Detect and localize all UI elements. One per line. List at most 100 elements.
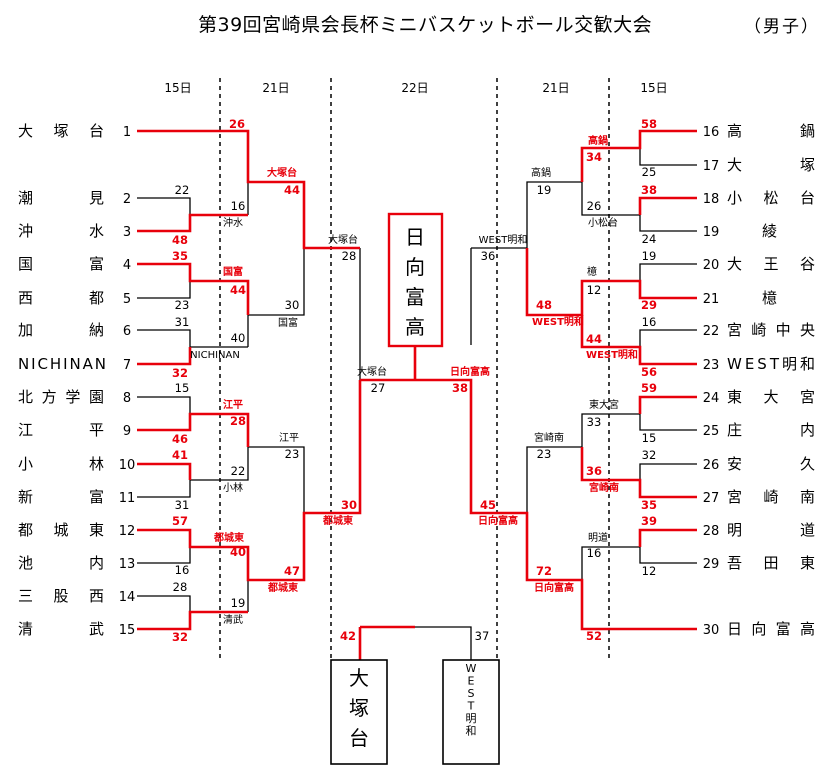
score: 26 <box>587 199 602 213</box>
seed-number: 21 <box>703 292 720 307</box>
team-name: 北方学園 <box>18 388 104 406</box>
seed-number: 10 <box>119 458 136 473</box>
team-name-text: 吾田東 <box>727 554 815 572</box>
score: 29 <box>641 298 657 312</box>
seed-number: 15 <box>119 623 136 638</box>
winner-label: 日向富高 <box>534 581 574 594</box>
score: 46 <box>172 432 188 446</box>
score: 39 <box>641 514 657 528</box>
seed-number: 13 <box>119 557 136 572</box>
winner-label: WEST明和 <box>586 348 638 361</box>
seed-number: 14 <box>119 590 136 605</box>
team-name-text: 小松台 <box>727 189 815 207</box>
score: 32 <box>172 366 188 380</box>
left-bracket-winner-lines <box>137 129 415 660</box>
final-left-box <box>330 659 388 765</box>
team-name: 国富 <box>18 255 104 273</box>
score: 42 <box>340 629 356 643</box>
team-name-text: 日向富高 <box>727 620 815 638</box>
score: 28 <box>342 249 357 263</box>
day-header-final: 22日 <box>401 81 428 95</box>
score: 37 <box>475 629 490 643</box>
team-name: 小林 <box>18 455 104 473</box>
division-label: （男子） <box>744 17 820 37</box>
left-team-row: 小林 10 <box>18 455 135 473</box>
score: 16 <box>642 315 657 329</box>
winner-label: 日向富高 <box>450 365 490 378</box>
final-right-name: WEST明和 <box>466 662 477 738</box>
score: 32 <box>172 630 188 644</box>
score: 36 <box>481 249 496 263</box>
score: 22 <box>175 183 190 197</box>
score: 25 <box>642 165 657 179</box>
winner-label: 沖水 <box>223 216 243 229</box>
winner-label: WEST明和 <box>532 315 584 328</box>
right-winner-labels: 高鍋 高鍋 小松台 檍 WEST明和 WEST明和 WEST明和 東大宮 宮崎南… <box>450 134 638 594</box>
vertical-char: 和 <box>466 725 477 738</box>
seed-number: 23 <box>703 358 720 373</box>
right-team-row: 22 宮崎中央 <box>703 321 815 339</box>
winner-label: 檍 <box>587 265 597 278</box>
winner-label: 大塚台 <box>328 233 358 246</box>
team-name-text: 大塚台 <box>18 122 104 140</box>
score: 34 <box>586 150 602 164</box>
team-name-text: 北方学園 <box>18 388 104 406</box>
score: 16 <box>587 546 602 560</box>
team-name-text: 三股西 <box>18 587 104 605</box>
winner-label: 国富 <box>223 265 243 278</box>
vertical-char: 明 <box>466 712 477 725</box>
seed-number: 7 <box>123 358 131 373</box>
score: 48 <box>536 298 552 312</box>
team-name-text: 庄内 <box>727 421 815 439</box>
team-name-text: 新富 <box>18 488 104 506</box>
score: 35 <box>641 498 657 512</box>
left-scores: 26 22 48 16 44 35 23 44 31 32 40 30 15 4… <box>172 117 385 644</box>
left-bracket-lines <box>137 182 415 612</box>
right-team-row: 18 小松台 <box>703 189 815 207</box>
team-name-text: 都城東 <box>18 521 104 539</box>
winner-label: 小松台 <box>588 216 618 229</box>
team-name: 西都 <box>18 289 104 307</box>
left-team-row: 三股西 14 <box>18 587 135 605</box>
team-name: 潮見 <box>18 189 104 207</box>
seed-number: 20 <box>703 258 720 273</box>
champion-name: 日向富高 <box>405 225 425 339</box>
team-name-text: 大塚 <box>727 156 815 174</box>
vertical-char: 日 <box>405 225 425 249</box>
champion-box <box>387 212 444 348</box>
score: 26 <box>229 117 245 131</box>
seed-number: 18 <box>703 192 720 207</box>
final-right-box <box>442 659 500 765</box>
seed-number: 4 <box>123 258 131 273</box>
team-name-text: 宮崎中央 <box>727 321 815 339</box>
score: 24 <box>642 232 657 246</box>
vertical-char: S <box>468 687 475 700</box>
seed-number: 6 <box>123 324 131 339</box>
score: 32 <box>642 448 657 462</box>
final-left-name: 大塚台 <box>349 666 369 750</box>
score: 36 <box>586 464 602 478</box>
seed-number: 11 <box>119 491 136 506</box>
team-name-text: NICHINAN <box>18 355 106 373</box>
vertical-char: 向 <box>405 255 425 279</box>
team-name-text: 東大宮 <box>727 388 815 406</box>
team-name: 三股西 <box>18 587 104 605</box>
score: 44 <box>586 332 602 346</box>
score: 19 <box>537 183 552 197</box>
team-name-text: 国富 <box>18 255 104 273</box>
seed-number: 22 <box>703 324 720 339</box>
winner-label: 日向富高 <box>478 514 518 527</box>
score: 48 <box>172 233 188 247</box>
seed-number: 3 <box>123 225 131 240</box>
